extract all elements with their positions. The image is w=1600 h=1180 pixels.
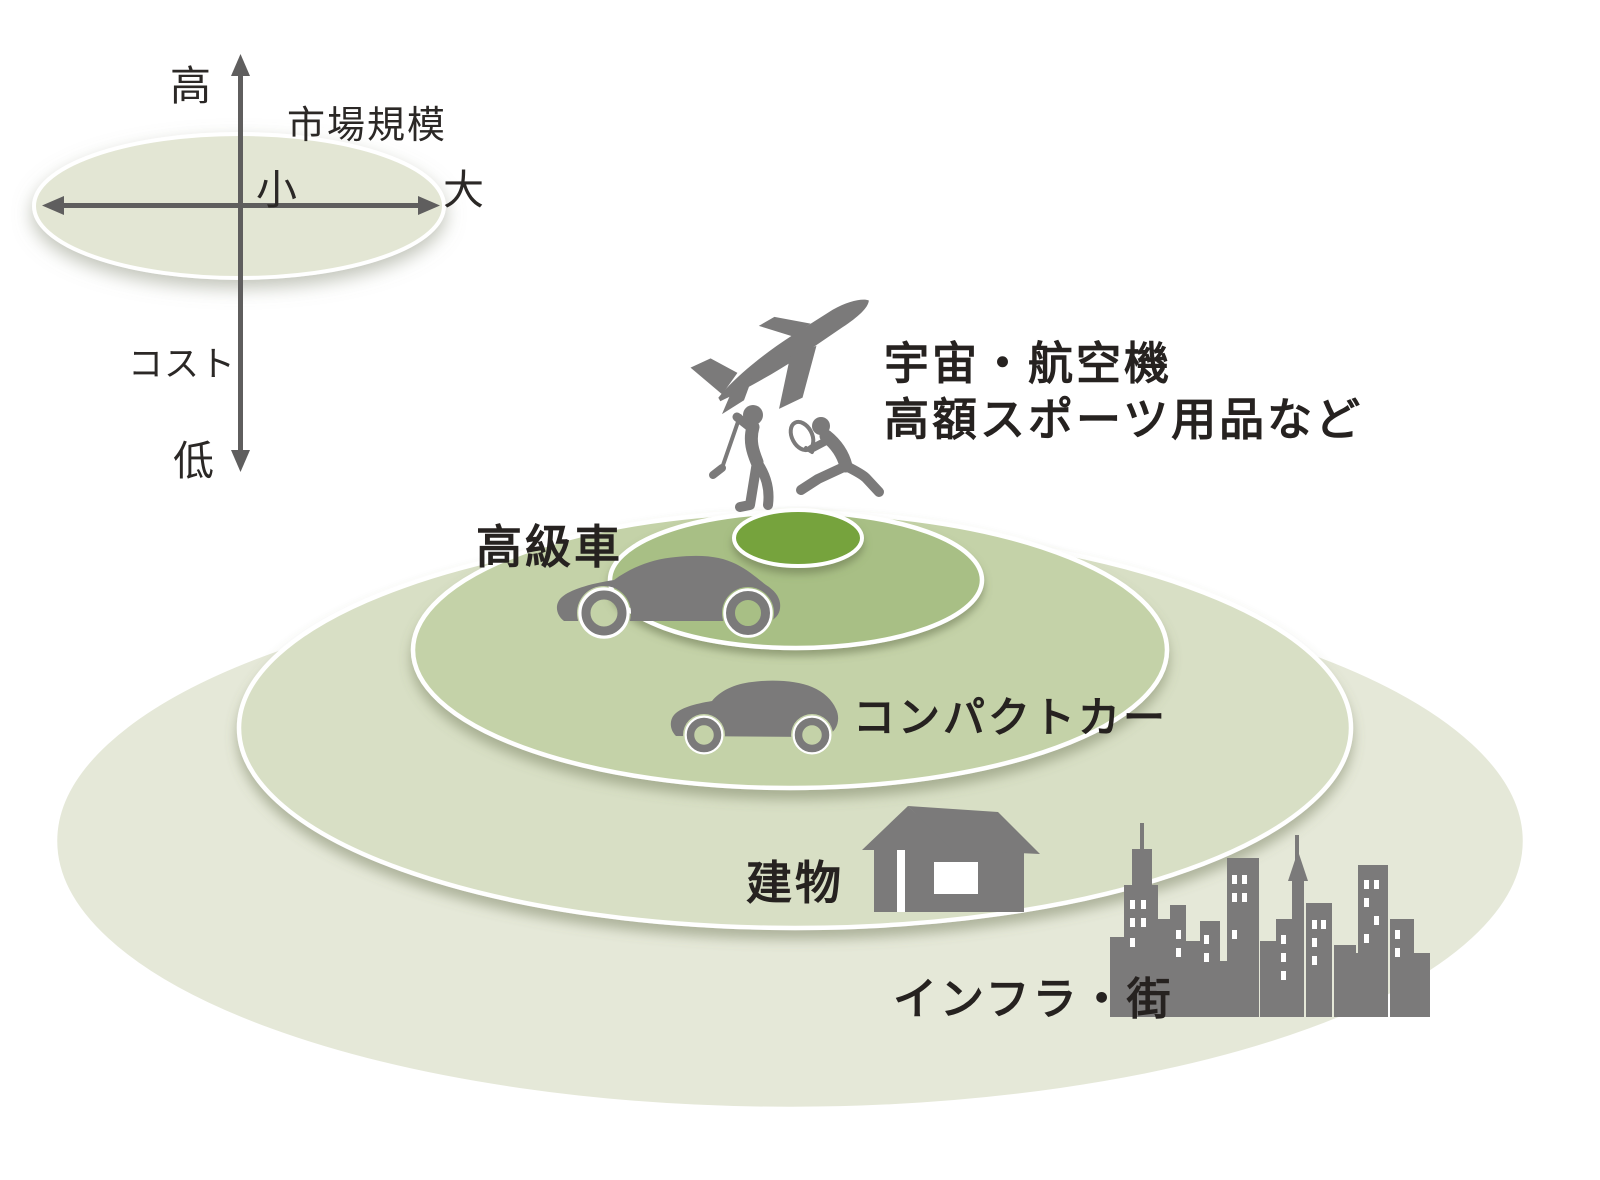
ring-aerospace <box>732 508 864 568</box>
golfer-icon <box>709 405 774 512</box>
sedan-car-icon <box>556 555 781 639</box>
arrow-up-icon <box>231 54 250 76</box>
house-icon <box>862 806 1040 912</box>
label-infrastructure: インフラ・街 <box>893 975 1174 1024</box>
label-luxury-car: 高級車 <box>476 521 623 573</box>
market-axis-large-label: 大 <box>443 167 485 213</box>
airplane-icon <box>690 299 869 415</box>
arrow-right-icon <box>418 196 440 215</box>
market-axis <box>42 196 440 215</box>
arrow-left-icon <box>42 196 64 215</box>
compact-car-icon <box>670 680 839 755</box>
city-windows <box>1130 875 1400 980</box>
label-building: 建物 <box>746 857 844 909</box>
racket-player-icon <box>788 417 884 497</box>
label-compact-car: コンパクトカー <box>853 694 1169 741</box>
market-axis-label: 市場規模 <box>287 105 448 147</box>
arrow-down-icon <box>231 450 250 472</box>
market-axis-small-label: 小 <box>256 167 298 213</box>
label-aerospace: 宇宙・航空機 高額スポーツ用品など <box>884 336 1363 448</box>
cost-axis-label: コスト <box>128 345 237 384</box>
label-aerospace-line2: 高額スポーツ用品など <box>884 394 1364 445</box>
cost-axis-high-label: 高 <box>170 63 212 109</box>
city-skyline-icon <box>1110 823 1430 1017</box>
label-aerospace-line1: 宇宙・航空機 <box>884 338 1173 389</box>
legend-group <box>32 54 446 472</box>
cost-axis <box>231 54 250 472</box>
cost-axis-low-label: 低 <box>173 438 215 484</box>
